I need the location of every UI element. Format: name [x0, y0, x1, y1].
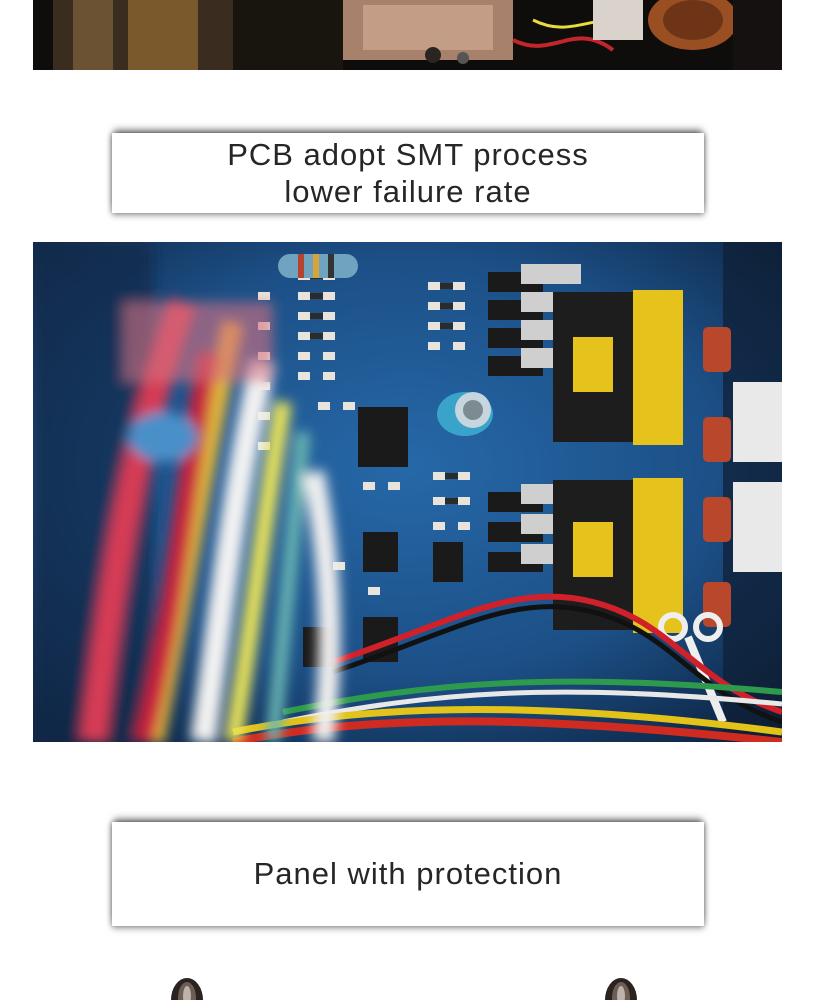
- pcb-caption-line-2: lower failure rate: [284, 174, 532, 209]
- welder-internals-image: [33, 0, 782, 70]
- circuit-board-image: [33, 242, 782, 742]
- panel-knob-left: [167, 976, 207, 1005]
- panel-knob-right: [601, 976, 641, 1005]
- pcb-photo: [33, 242, 782, 742]
- pcb-caption-line-1: PCB adopt SMT process: [227, 137, 589, 172]
- panel-caption-line-1: Panel with protection: [253, 856, 563, 891]
- pcb-caption-card: PCB adopt SMT process lower failure rate: [112, 133, 704, 213]
- top-product-photo: [33, 0, 782, 70]
- panel-caption-card: Panel with protection: [112, 822, 704, 926]
